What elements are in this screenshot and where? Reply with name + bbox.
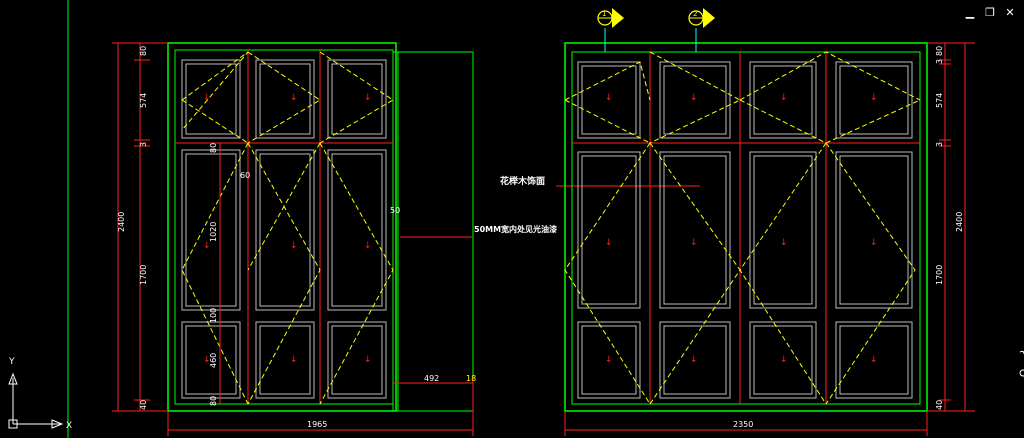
left-panel-top-3 <box>327 59 387 139</box>
svg-text:↓: ↓ <box>690 238 698 248</box>
left-side-dim-lines <box>393 375 474 411</box>
right-overall-height: 2400 <box>955 212 964 232</box>
right-edge-glyph <box>1019 350 1024 377</box>
left-panel-mid-3 <box>327 149 387 311</box>
svg-text:↓: ↓ <box>690 355 698 365</box>
left-panel-bot-3 <box>327 321 387 399</box>
left-dim-100: 100 <box>209 308 218 323</box>
right-elevation[interactable]: ↓ ↓ ↓ ↓ ↓ ↓ ↓ ↓ ↓ ↓ ↓ ↓ 1 2 <box>564 8 975 436</box>
left-panels <box>181 59 387 399</box>
svg-text:↓: ↓ <box>870 238 878 248</box>
right-total-width: 2350 <box>733 420 753 429</box>
svg-text:↓: ↓ <box>870 93 878 103</box>
left-dim-460: 460 <box>209 353 218 368</box>
svg-text:↓: ↓ <box>290 355 298 365</box>
left-dim-574: 574 <box>139 93 148 108</box>
left-dim-1700: 1700 <box>139 265 148 285</box>
left-panel-mid-1 <box>181 149 241 311</box>
svg-text:↓: ↓ <box>203 241 211 251</box>
left-dim-3: 3 <box>139 142 148 147</box>
right-outer-frame <box>564 42 928 412</box>
svg-text:↓: ↓ <box>290 93 298 103</box>
left-panel-bot-1 <box>181 321 241 399</box>
left-outer-frame <box>167 42 397 412</box>
left-dim-80: 80 <box>139 46 148 56</box>
left-total-width: 1965 <box>307 420 327 429</box>
left-dim-texts: 2400 80 574 3 1700 40 <box>117 46 148 410</box>
right-dim-1700: 1700 <box>935 265 944 285</box>
svg-text:↓: ↓ <box>780 355 788 365</box>
svg-text:↓: ↓ <box>780 93 788 103</box>
svg-text:↓: ↓ <box>364 93 372 103</box>
svg-text:↓: ↓ <box>780 238 788 248</box>
left-panel-bot-2 <box>255 321 315 399</box>
left-handle-marks: ↓ ↓ ↓ ↓ ↓ ↓ ↓ ↓ ↓ <box>203 93 372 365</box>
right-dim-3b: 3 <box>935 142 944 147</box>
ucs-icon: Y X <box>8 357 72 431</box>
right-dim-3a: 3 <box>935 59 944 64</box>
left-dim-18: 18 <box>466 374 476 383</box>
left-center-lines <box>175 50 393 404</box>
left-side-dim-texts: 50 492 18 <box>390 206 476 383</box>
left-side-panel <box>392 51 474 412</box>
right-handle-marks: ↓ ↓ ↓ ↓ ↓ ↓ ↓ ↓ ↓ ↓ ↓ ↓ <box>605 93 878 365</box>
window-controls: ▁ ❐ ✕ <box>964 6 1016 19</box>
svg-text:↓: ↓ <box>203 355 211 365</box>
svg-text:↓: ↓ <box>605 93 613 103</box>
left-dim-492: 492 <box>424 374 439 383</box>
marker-2-label: 2 <box>693 10 697 18</box>
svg-text:↓: ↓ <box>290 241 298 251</box>
left-opening-hatch <box>181 51 394 405</box>
right-width-dim-lines <box>564 411 928 436</box>
svg-text:↓: ↓ <box>690 93 698 103</box>
left-overall-height: 2400 <box>117 212 126 232</box>
left-inner-frame <box>174 49 394 405</box>
right-dim-lines <box>927 42 975 412</box>
left-elevation[interactable]: ↓ ↓ ↓ ↓ ↓ ↓ ↓ ↓ ↓ 2400 80 574 3 1700 <box>112 42 476 436</box>
restore-button[interactable]: ❐ <box>985 6 995 19</box>
svg-text:↓: ↓ <box>203 93 211 103</box>
left-dim-40: 40 <box>139 400 148 410</box>
right-dim-40: 40 <box>935 400 944 410</box>
left-width-dim-lines <box>167 411 474 436</box>
svg-text:↓: ↓ <box>870 355 878 365</box>
minimize-button[interactable]: ▁ <box>965 6 975 19</box>
svg-text:↓: ↓ <box>364 355 372 365</box>
left-dim-1020: 1020 <box>209 222 218 242</box>
left-dim-50: 50 <box>390 206 400 215</box>
right-dim-80: 80 <box>935 46 944 56</box>
left-dim-60: 60 <box>240 171 250 180</box>
right-opening-hatch <box>564 51 921 405</box>
close-button[interactable]: ✕ <box>1005 6 1015 19</box>
svg-text:↓: ↓ <box>605 238 613 248</box>
annotation-wood-finish: 花榉木饰面 <box>500 175 545 187</box>
left-panel-top-2 <box>255 59 315 139</box>
left-panel-top-1 <box>181 59 241 139</box>
left-dim-80-top: 80 <box>209 143 218 153</box>
svg-text:↓: ↓ <box>605 355 613 365</box>
right-dim-texts: 80 3 574 3 1700 40 2400 <box>935 46 964 410</box>
left-dim-lines <box>112 42 168 412</box>
left-inner-dim-texts: 80 60 1020 100 460 80 <box>209 143 250 406</box>
annotations: 花榉木饰面 50MM宽内处见光油漆 <box>400 175 700 238</box>
marker-1-label: 1 <box>602 10 606 18</box>
left-dim-80-bottom: 80 <box>209 396 218 406</box>
right-inner-frame <box>571 51 921 405</box>
right-dim-574: 574 <box>935 93 944 108</box>
right-top-markers: 1 2 <box>597 8 715 52</box>
svg-text:↓: ↓ <box>364 241 372 251</box>
ucs-x-label: X <box>66 421 72 431</box>
ucs-y-label: Y <box>8 357 15 367</box>
right-panels <box>577 61 913 399</box>
left-panel-mid-2 <box>255 149 315 311</box>
right-center-lines <box>572 52 920 404</box>
annotation-groove-note: 50MM宽内处见光油漆 <box>474 224 557 234</box>
